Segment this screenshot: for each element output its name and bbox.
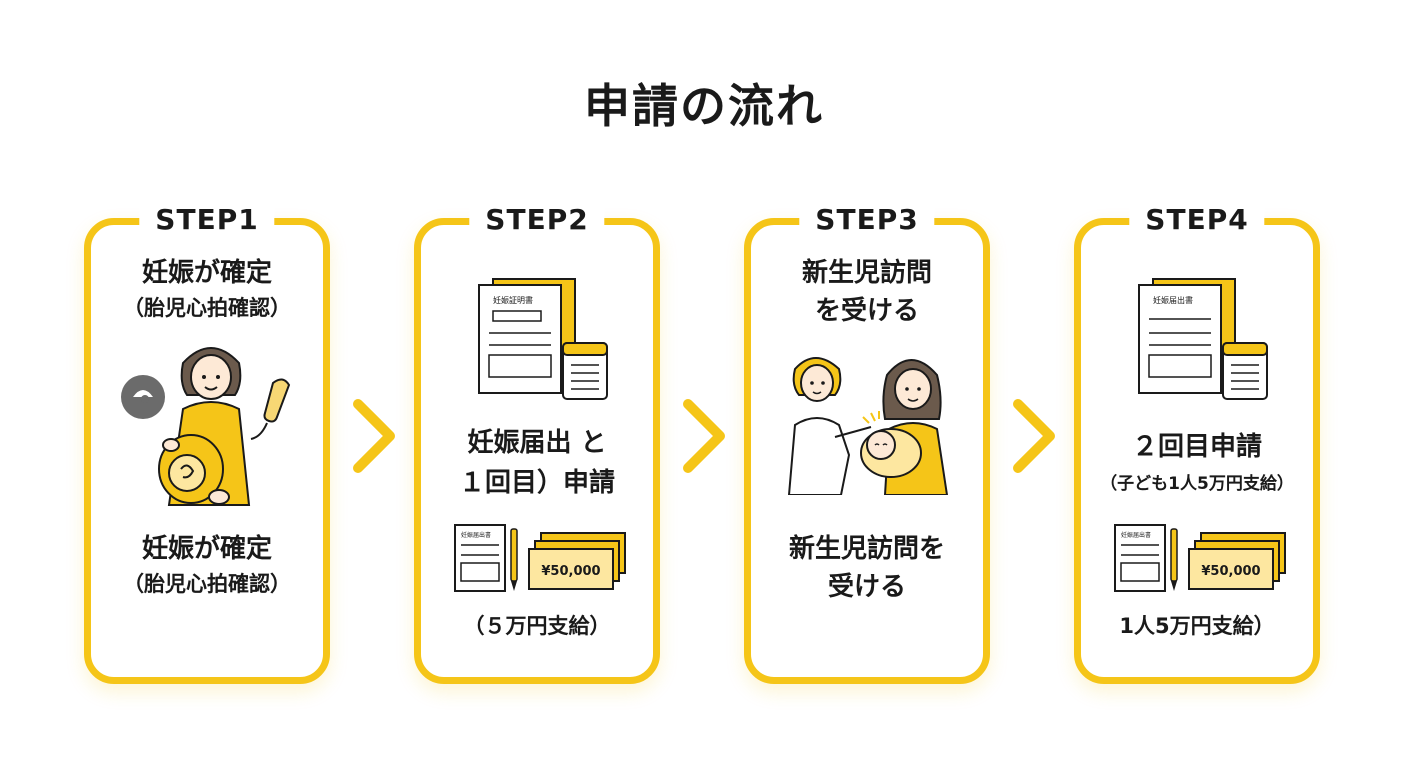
step-label: STEP3 — [799, 203, 935, 236]
step-subheading: を受ける — [814, 296, 919, 326]
step-heading: ２回目申請 — [1131, 432, 1262, 462]
calendar-icon — [1222, 342, 1268, 400]
pen-icon — [510, 528, 518, 591]
chevron-right-icon — [1013, 399, 1055, 473]
document-title: 妊娠証明書 — [493, 295, 533, 305]
step-description: 1人5万円支給） — [1119, 614, 1275, 638]
step-subheading: １回目）申請 — [458, 468, 615, 498]
chevron-right-icon — [683, 399, 725, 473]
nurse-icon — [787, 357, 872, 495]
step-subheading: （子ども1人5万円支給） — [1100, 474, 1294, 494]
mother-baby-icon — [787, 357, 949, 495]
step-card-2: STEP2 妊娠証明書 妊娠届出 と １回目）申請 妊娠届出書 — [414, 203, 660, 684]
pen-icon — [1170, 528, 1178, 591]
step-description: （５万円支給） — [463, 614, 611, 638]
document-icon: 妊娠届出書 — [1138, 278, 1268, 400]
step-description: 新生児訪問を — [788, 534, 945, 564]
calendar-icon — [562, 342, 608, 400]
small-document-icon: 妊娠届出書 — [454, 524, 506, 592]
step-card-1: STEP1 妊娠が確定 （胎児心拍確認） 妊娠が確定 （胎児心拍確認） — [84, 203, 330, 684]
bill-amount: ¥50,000 — [541, 564, 600, 579]
step-card-3: STEP3 新生児訪問 を受ける 新生児訪問を 受ける — [744, 203, 990, 684]
ultrasound-probe-icon — [250, 378, 291, 440]
money-icon: 妊娠届出書 ¥50,000 — [1114, 524, 1286, 592]
ultrasound-icon — [121, 375, 165, 419]
page-title: 申請の流れ — [584, 79, 824, 133]
step-description: 妊娠が確定 — [141, 534, 272, 564]
step-label: STEP4 — [1129, 203, 1265, 236]
step-heading: 妊娠届出 と — [467, 428, 607, 458]
step-card-4: STEP4 妊娠届出書 ２回目申請 （子ども1人5万円支給） 妊娠届出書 — [1074, 203, 1320, 684]
step-description-sub: 受ける — [827, 572, 906, 602]
bill-amount: ¥50,000 — [1201, 564, 1260, 579]
pregnant-woman-icon — [121, 347, 291, 506]
step-subheading: （胎児心拍確認） — [123, 296, 291, 320]
svg-text:妊娠届出書: 妊娠届出書 — [1121, 531, 1151, 539]
svg-text:妊娠届出書: 妊娠届出書 — [461, 531, 491, 539]
small-document-icon: 妊娠届出書 — [1114, 524, 1166, 592]
document-icon: 妊娠証明書 — [478, 278, 608, 400]
money-icon: 妊娠届出書 ¥50,000 — [454, 524, 626, 592]
step-heading: 新生児訪問 — [801, 258, 932, 288]
step-description-sub: （胎児心拍確認） — [123, 572, 291, 596]
document-title: 妊娠届出書 — [1153, 295, 1193, 305]
step-heading: 妊娠が確定 — [141, 258, 272, 288]
step-label: STEP1 — [139, 203, 275, 236]
chevron-right-icon — [353, 399, 395, 473]
step-label: STEP2 — [469, 203, 605, 236]
